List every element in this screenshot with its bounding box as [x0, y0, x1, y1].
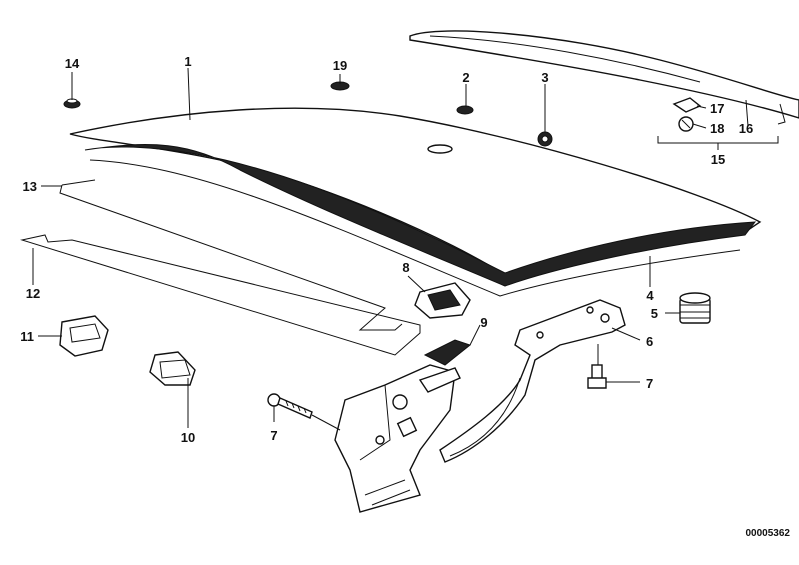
buffer-5 — [679, 292, 711, 324]
document-number: 00005362 — [746, 528, 791, 539]
spoiler-fasteners — [672, 97, 702, 132]
clip-9 — [423, 339, 472, 366]
callout-9: 9 — [480, 315, 487, 330]
callout-2: 2 — [462, 70, 469, 85]
clip-11 — [59, 315, 109, 357]
callout-13: 13 — [23, 179, 37, 194]
callouts: 1 2 3 4 5 6 7 7 8 9 10 11 12 13 14 15 16… — [20, 54, 790, 539]
pad-8 — [414, 282, 471, 319]
callout-10: 10 — [181, 430, 195, 445]
screw-7-left — [267, 393, 313, 419]
callout-5: 5 — [651, 306, 658, 321]
callout-1: 1 — [184, 54, 191, 69]
hinge-bar — [439, 299, 626, 463]
callout-4: 4 — [646, 288, 654, 303]
callout-8: 8 — [402, 260, 409, 275]
leader-lines — [32, 67, 779, 431]
callout-14: 14 — [65, 56, 80, 71]
seal-wire-12 — [20, 234, 421, 356]
trunk-lid — [69, 107, 762, 297]
hinge-bracket — [334, 364, 461, 513]
callout-19: 19 — [333, 58, 347, 73]
grommets — [63, 81, 553, 147]
callout-15: 15 — [711, 152, 725, 167]
callout-3: 3 — [541, 70, 548, 85]
rear-spoiler — [409, 30, 799, 125]
callout-12: 12 — [26, 286, 40, 301]
callout-6: 6 — [646, 334, 653, 349]
screw-7-right — [587, 364, 607, 389]
callout-17: 17 — [710, 101, 724, 116]
callout-7-right: 7 — [646, 376, 653, 391]
callout-11: 11 — [20, 329, 34, 344]
clip-nut-10 — [149, 351, 196, 386]
callout-16: 16 — [739, 121, 753, 136]
callout-18: 18 — [710, 121, 724, 136]
seal-wire-13 — [59, 179, 403, 331]
callout-7-left: 7 — [270, 428, 277, 443]
